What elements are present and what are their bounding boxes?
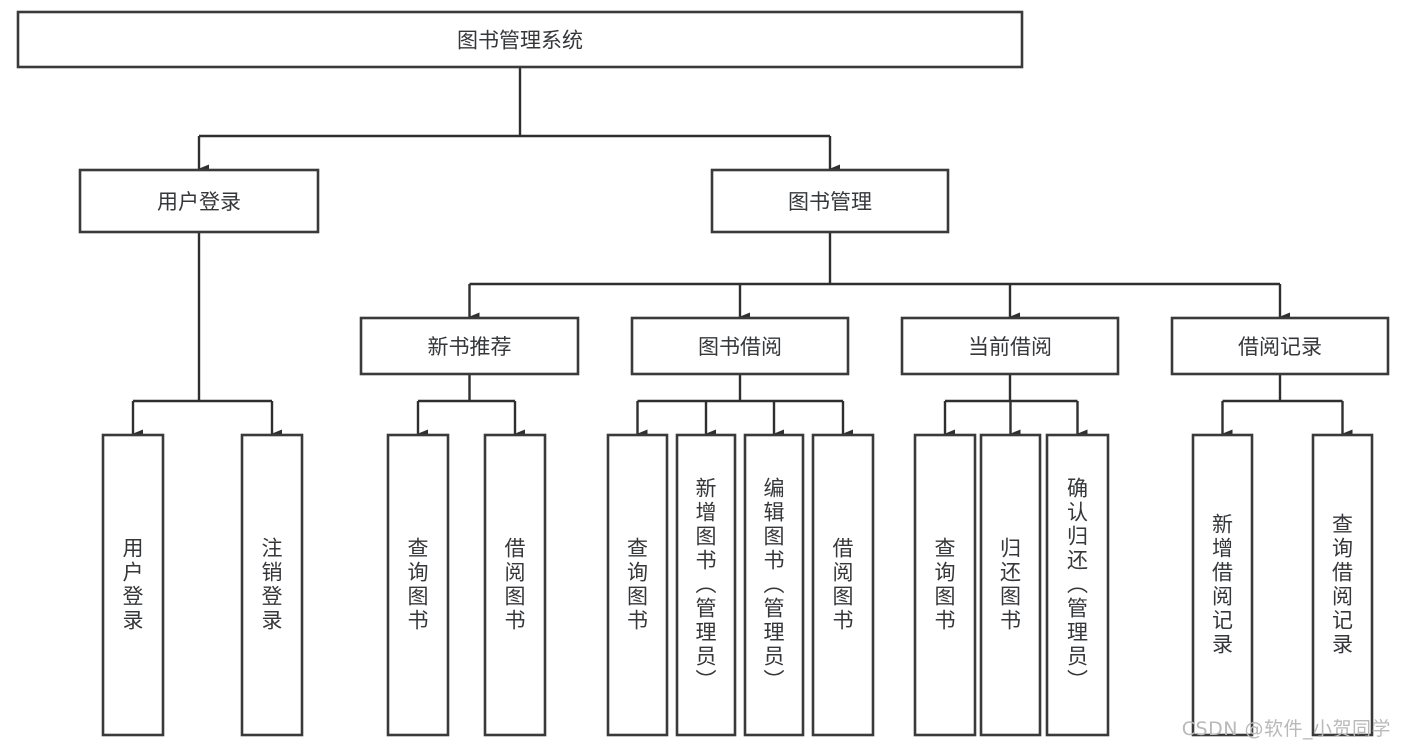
csdn-watermark: CSDN @软件_小贺同学 xyxy=(1181,718,1391,740)
node-borrow-record[interactable]: 借阅记录 xyxy=(1170,316,1390,376)
node-root[interactable]: 图书管理系统 xyxy=(16,10,1024,69)
node-box xyxy=(78,168,320,234)
edge-group-book_borrow xyxy=(636,374,853,439)
node-layer: 图书管理系统用户登录图书管理新书推荐图书借阅当前借阅借阅记录用户登录注销登录查询… xyxy=(16,10,1390,737)
node-box xyxy=(710,168,950,234)
node-label: 编辑图书︵管理员︶ xyxy=(764,477,785,693)
node-leaf-edit-book[interactable]: 编辑图书︵管理员︶ xyxy=(743,433,805,737)
node-label: 归还图书 xyxy=(1000,537,1021,633)
node-label: 查询图书 xyxy=(408,537,429,633)
node-label: 图书借阅 xyxy=(698,335,782,359)
node-box xyxy=(630,316,850,376)
node-label: 用户登录 xyxy=(157,190,241,214)
node-label: 图书管理 xyxy=(788,190,872,214)
node-leaf-confirm-return[interactable]: 确认归还︵管理员︶ xyxy=(1045,433,1110,737)
node-leaf-user-login[interactable]: 用户登录 xyxy=(101,433,165,737)
node-box xyxy=(1311,433,1374,737)
edge-layer xyxy=(131,67,1353,439)
node-label: 当前借阅 xyxy=(968,335,1052,359)
node-leaf-query-record[interactable]: 查询借阅记录 xyxy=(1311,433,1374,737)
node-box xyxy=(359,316,580,376)
node-box xyxy=(1045,433,1110,737)
node-label: 查询图书 xyxy=(627,537,648,633)
node-box xyxy=(386,433,450,737)
node-label: 新增图书︵管理员︶ xyxy=(696,477,717,693)
node-current-borrow[interactable]: 当前借阅 xyxy=(900,316,1120,376)
edge-group-current_borrow xyxy=(943,374,1088,439)
edge-group-new_book_rec xyxy=(416,374,525,439)
node-book-manage[interactable]: 图书管理 xyxy=(710,168,950,234)
node-box xyxy=(1170,316,1390,376)
node-leaf-add-book[interactable]: 新增图书︵管理员︶ xyxy=(675,433,737,737)
node-leaf-query-book-1[interactable]: 查询图书 xyxy=(386,433,450,737)
node-box xyxy=(1191,433,1254,737)
node-leaf-add-record[interactable]: 新增借阅记录 xyxy=(1191,433,1254,737)
node-box xyxy=(606,433,669,737)
node-book-borrow[interactable]: 图书借阅 xyxy=(630,316,850,376)
node-label: 新书推荐 xyxy=(428,335,512,359)
node-new-book-rec[interactable]: 新书推荐 xyxy=(359,316,580,376)
node-box xyxy=(101,433,165,737)
node-box xyxy=(240,433,304,737)
node-leaf-borrow-book-2[interactable]: 借阅图书 xyxy=(811,433,875,737)
node-box xyxy=(900,316,1120,376)
edge-group-root xyxy=(197,67,840,174)
node-label: 图书管理系统 xyxy=(457,29,583,53)
node-leaf-logout[interactable]: 注销登录 xyxy=(240,433,304,737)
node-label: 查询借阅记录 xyxy=(1332,513,1353,657)
edge-group-book_manage xyxy=(468,232,1290,322)
node-leaf-borrow-book-1[interactable]: 借阅图书 xyxy=(483,433,547,737)
node-label: 确认归还︵管理员︶ xyxy=(1067,477,1088,693)
edge-group-user_login xyxy=(131,232,282,439)
node-label: 借阅记录 xyxy=(1238,335,1322,359)
node-box xyxy=(913,433,977,737)
edge-group-borrow_record xyxy=(1221,374,1353,439)
node-box xyxy=(483,433,547,737)
node-leaf-query-book-2[interactable]: 查询图书 xyxy=(606,433,669,737)
node-box xyxy=(16,10,1024,69)
node-box xyxy=(811,433,875,737)
node-label: 用户登录 xyxy=(123,537,144,633)
node-label: 借阅图书 xyxy=(505,537,526,633)
node-label: 查询图书 xyxy=(935,537,956,633)
node-label: 借阅图书 xyxy=(833,537,854,633)
node-user-login[interactable]: 用户登录 xyxy=(78,168,320,234)
node-box xyxy=(675,433,737,737)
node-label: 注销登录 xyxy=(262,537,283,633)
node-label: 新增借阅记录 xyxy=(1212,513,1233,657)
node-box xyxy=(743,433,805,737)
node-leaf-query-book-3[interactable]: 查询图书 xyxy=(913,433,977,737)
node-box xyxy=(979,433,1042,737)
node-leaf-return-book[interactable]: 归还图书 xyxy=(979,433,1042,737)
